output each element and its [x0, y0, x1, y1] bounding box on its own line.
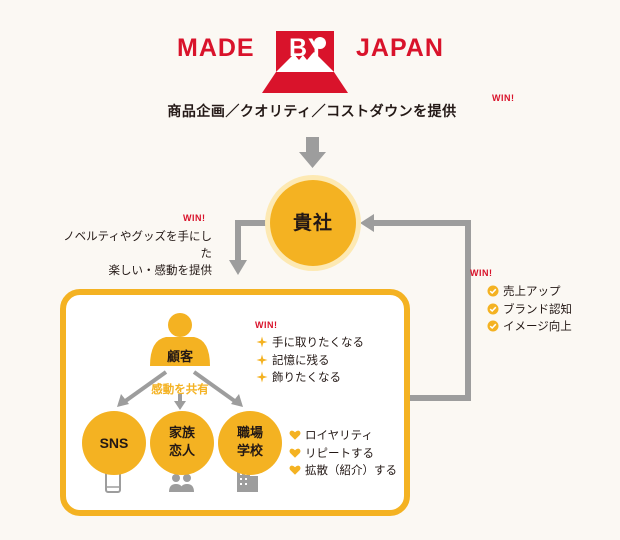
company-circle: [270, 180, 356, 266]
sparkle-icon: [256, 371, 268, 383]
list-item-label: イメージ向上: [503, 319, 572, 333]
list-item-label: リピートする: [305, 445, 374, 460]
list-item-label: 手に取りたくなる: [272, 335, 364, 349]
family-label-line1: 家族: [168, 426, 195, 441]
share-label: 感動を共有: [151, 382, 209, 396]
heart-icon: [289, 465, 301, 475]
list-item: イメージ向上: [487, 318, 572, 336]
list-item: 手に取りたくなる: [256, 334, 364, 352]
family-label: 家族 恋人: [150, 425, 214, 461]
benefit-list: 売上アップ ブランド認知 イメージ向上: [487, 283, 572, 336]
work-label-line1: 職場: [236, 426, 263, 441]
arrow-company-to-box: [229, 220, 273, 275]
list-item-label: 拡散（紹介）する: [305, 463, 397, 477]
logo-japan: JAPAN: [356, 34, 444, 62]
arrow-box-to-company: [360, 214, 471, 401]
list-item-label: ロイヤリティ: [305, 428, 373, 442]
customer-label: 顧客: [166, 350, 193, 365]
share-arrows: [117, 370, 243, 410]
left-note-line2: 楽しい・感動を提供: [108, 263, 213, 277]
sparkle-icon: [256, 336, 268, 348]
list-item-label: 記憶に残る: [272, 352, 330, 367]
win-badge-left: WIN!: [183, 213, 206, 223]
work-label: 職場 学校: [218, 425, 282, 461]
sns-label: SNS: [99, 435, 129, 451]
win-badge-top: WIN!: [492, 93, 515, 103]
check-circle-icon: [487, 320, 499, 332]
family-circle: [150, 411, 214, 475]
work-circle: [218, 411, 282, 475]
left-note-line1: ノベルティやグッズを手にした: [63, 229, 212, 260]
list-item: ロイヤリティ: [289, 427, 397, 445]
mount-fuji-logo: [276, 31, 334, 93]
check-circle-icon: [487, 285, 499, 297]
left-note: ノベルティやグッズを手にした 楽しい・感動を提供: [60, 228, 212, 279]
list-item-label: ブランド認知: [503, 301, 572, 316]
win-badge-right: WIN!: [470, 268, 493, 278]
logo-by: BY: [289, 34, 326, 62]
list-item: 飾りたくなる: [256, 369, 364, 387]
heart-icon: [289, 430, 301, 440]
company-label: 貴社: [292, 212, 333, 234]
win-badge-inner: WIN!: [255, 320, 278, 330]
customer-icon: [150, 313, 210, 366]
list-item: ブランド認知: [487, 301, 572, 319]
list-item: 売上アップ: [487, 283, 572, 301]
impression-list: 手に取りたくなる 記憶に残る 飾りたくなる: [256, 334, 364, 387]
sparkle-icon: [256, 354, 268, 365]
logo-made: MADE: [177, 34, 255, 62]
list-item: リピートする: [289, 445, 397, 463]
list-item-label: 売上アップ: [503, 284, 561, 298]
list-item-label: 飾りたくなる: [272, 370, 341, 384]
building-icon: [237, 470, 258, 492]
list-item: 記憶に残る: [256, 352, 364, 370]
list-item: 拡散（紹介）する: [289, 462, 397, 480]
people-icon: [169, 474, 194, 492]
tagline: 商品企画／クオリティ／コストダウンを提供: [167, 104, 457, 120]
loyalty-list: ロイヤリティ リピートする 拡散（紹介）する: [289, 427, 397, 480]
arrow-down-to-company: [299, 137, 326, 168]
family-label-line2: 恋人: [168, 444, 195, 459]
work-label-line2: 学校: [236, 444, 263, 459]
heart-icon: [289, 448, 301, 458]
check-circle-icon: [487, 303, 499, 314]
sns-circle: [82, 411, 146, 475]
